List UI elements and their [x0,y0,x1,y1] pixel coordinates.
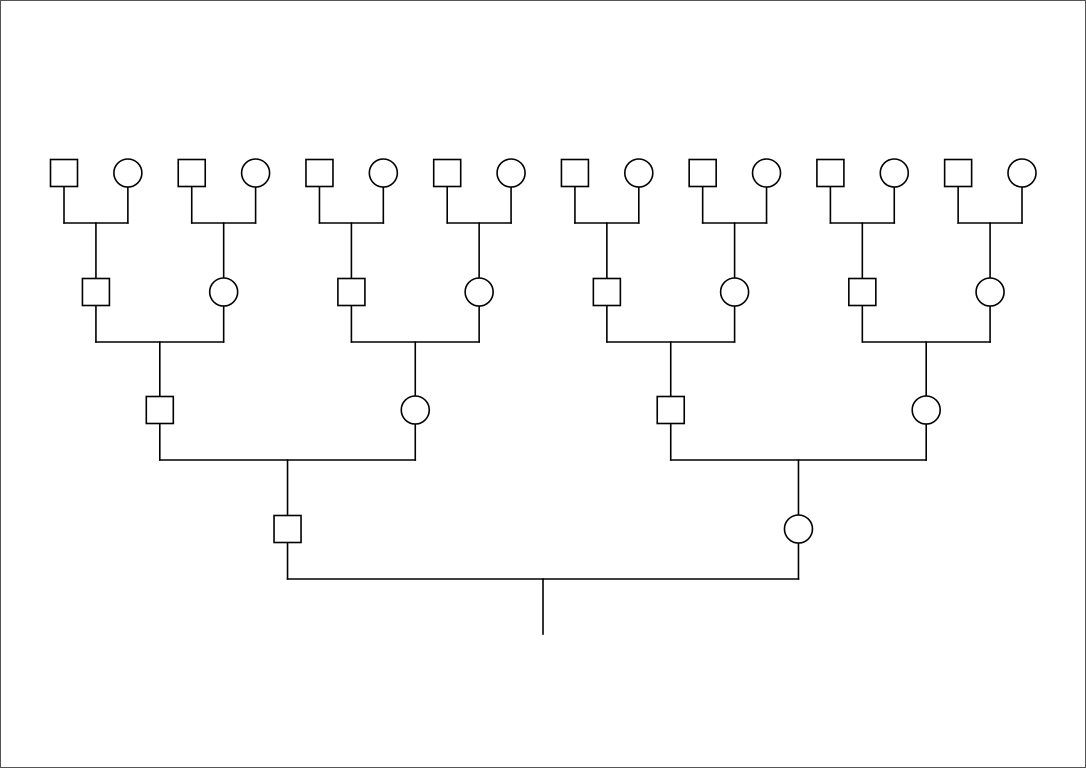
female-circle-icon [879,158,910,188]
male-square-icon [432,158,462,188]
male-square-icon [273,514,302,544]
female-circle-icon [1007,158,1037,188]
female-circle-icon [751,158,782,188]
male-square-icon [656,395,686,425]
female-circle-icon [208,277,239,307]
male-square-icon [81,277,111,307]
female-circle-icon [240,158,271,188]
female-circle-icon [400,395,431,425]
female-circle-icon [496,158,526,188]
male-square-icon [305,158,334,188]
male-square-icon [943,158,973,188]
female-circle-icon [368,158,399,188]
male-square-icon [177,158,207,188]
male-square-icon [145,395,175,425]
female-circle-icon [113,158,143,188]
female-circle-icon [623,158,654,188]
female-circle-icon [783,514,814,544]
person-symbols [49,158,1037,544]
female-circle-icon [911,395,942,425]
male-square-icon [560,158,590,188]
male-square-icon [816,158,845,188]
female-circle-icon [464,277,494,307]
male-square-icon [688,158,717,188]
male-square-icon [337,277,366,307]
male-square-icon [848,277,877,307]
connector-lines [63,185,1023,635]
male-square-icon [592,277,622,307]
female-circle-icon [975,277,1005,307]
female-circle-icon [719,277,750,307]
male-square-icon [49,158,79,188]
